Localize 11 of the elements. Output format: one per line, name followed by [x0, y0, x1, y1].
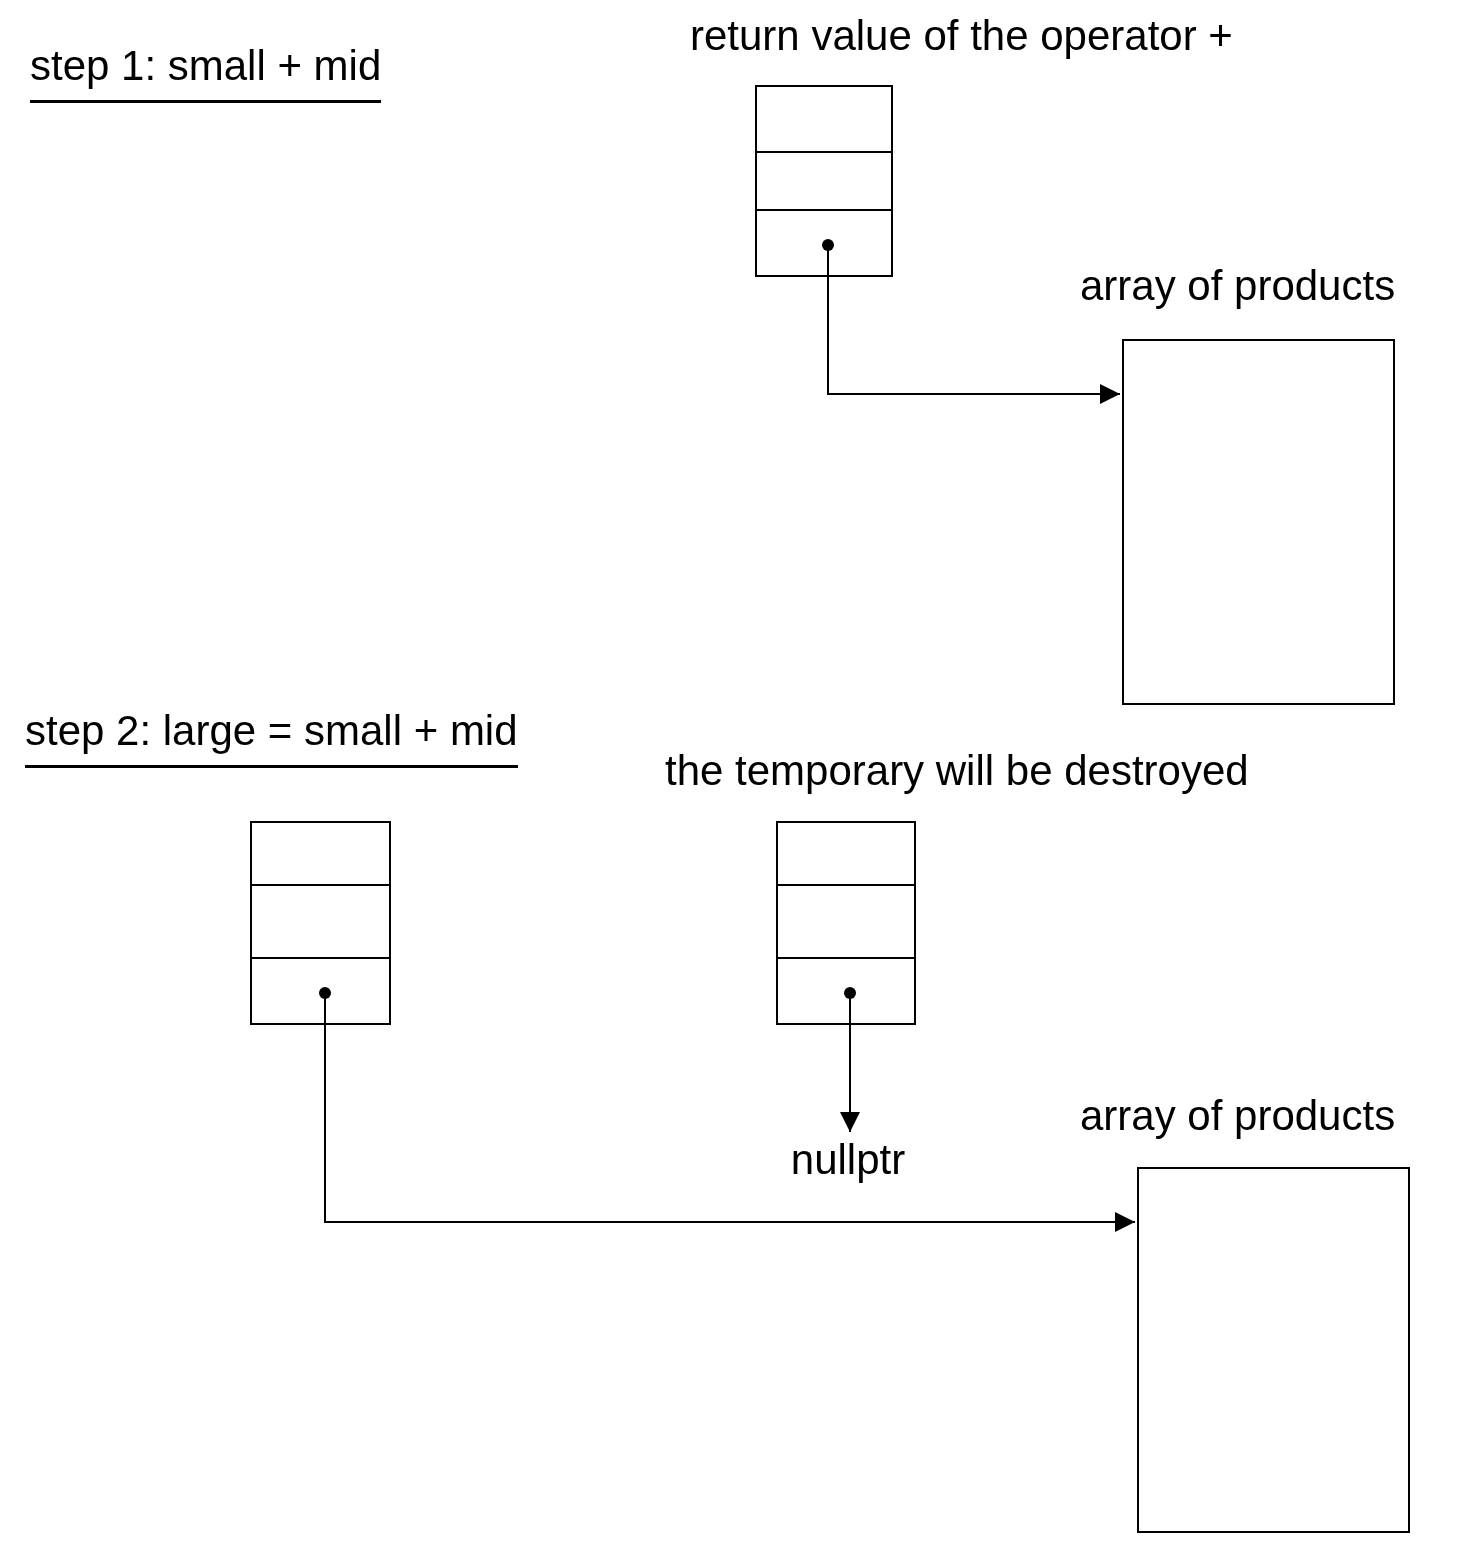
object-heading: array of products [1080, 1091, 1396, 1141]
object-heading: array of products [1080, 261, 1396, 311]
step-heading: step 2: large = small + mid [25, 705, 518, 768]
object-heading: return value of the operator + [690, 11, 1233, 61]
step-heading: step 1: small + mid [30, 40, 382, 103]
pointer-arrow [822, 239, 1121, 404]
object-heading: the temporary will be destroyed [665, 746, 1249, 796]
object-box [250, 821, 391, 1025]
pointer-arrow [840, 987, 860, 1133]
pointer-value-label: nullptr [778, 1134, 918, 1186]
pointer-arrow [319, 987, 1136, 1232]
